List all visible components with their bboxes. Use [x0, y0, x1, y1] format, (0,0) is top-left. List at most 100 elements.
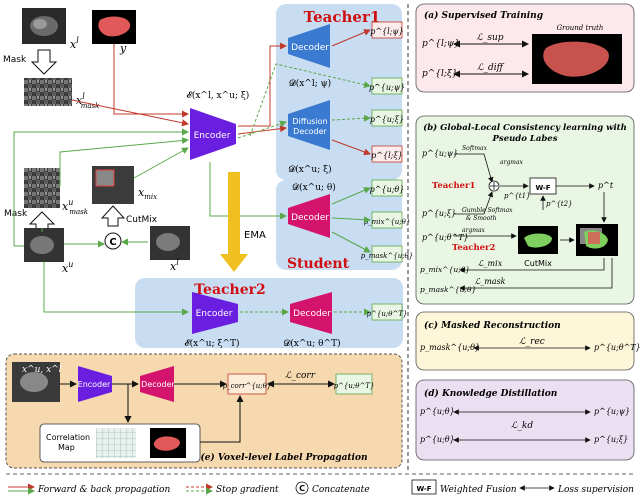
- panel-d-left2: p^{u;θ}: [420, 435, 455, 444]
- encoder1-caption: 𝓔(x^l, x^u; ξ): [187, 90, 250, 101]
- panel-e-inputs: x^u, x^l: [22, 365, 62, 375]
- legend-stop: Stop gradient: [216, 485, 279, 495]
- panel-b-softmax: Softmax: [462, 145, 488, 152]
- output-p-u-psi: p^{u;ψ}: [369, 77, 405, 95]
- mask-label-mid: Mask: [4, 209, 28, 219]
- svg-text:p^{u;ξ}: p^{u;ξ}: [370, 115, 404, 124]
- svg-text:p^{l;ψ}: p^{l;ψ}: [370, 27, 404, 36]
- panel-b-t1: p^{t1}: [504, 192, 531, 200]
- panel-b-title-2: Pseudo Labes: [492, 134, 558, 144]
- ema-label: EMA: [244, 230, 266, 241]
- svg-text:p_mask^{u;θ}: p_mask^{u;θ}: [361, 252, 413, 260]
- panel-e-decoder: [140, 366, 174, 402]
- cutmix-label: CutMix: [126, 215, 158, 225]
- correlation-label-2: Map: [58, 443, 75, 452]
- panel-e-p-corr: p_corr^{u;θ}: [223, 373, 272, 395]
- panel-b-cutmix: CutMix: [524, 259, 552, 268]
- panel-b-l-mix: ℒ_mix: [478, 259, 503, 268]
- panel-b-l-mask: ℒ_mask: [474, 277, 505, 286]
- legend-concatenate-icon: [295, 481, 309, 495]
- encoder2-caption: 𝓔(x^u; ξ^T): [185, 338, 240, 349]
- legend-concat: Concatenate: [312, 485, 370, 495]
- output-p-mix-theta: p_mix^{u;θ}: [364, 211, 411, 229]
- encoder-teacher1: [190, 108, 236, 160]
- hollow-arrow-down-icon: [30, 49, 58, 75]
- svg-text:p_mix^{u;θ}: p_mix^{u;θ}: [364, 218, 411, 226]
- panel-c-right: p^{u;θ^T}: [594, 343, 640, 352]
- panel-b-p-u-xi: p^{u;ξ}: [422, 209, 456, 218]
- label-x-l-2: xl: [170, 258, 179, 273]
- panel-b-title-1: (b) Global-Local Consistency learning wi…: [423, 122, 627, 133]
- decoder-label-2: Decoder: [293, 309, 331, 319]
- panel-b-teacher2: Teacher2: [452, 243, 496, 253]
- student-title: Student: [287, 256, 350, 272]
- panel-a-l-sup: ℒ_sup: [476, 33, 503, 43]
- encoder-label-2: Encoder: [196, 309, 233, 319]
- legend-wf-box: [411, 479, 437, 495]
- teacher2-region: [135, 278, 403, 348]
- panel-a-l-diff: ℒ_diff: [477, 63, 505, 73]
- panel-c-title: (c) Masked Reconstruction: [424, 320, 561, 331]
- decoder-student: [288, 194, 330, 238]
- output-p-l-psi: p^{l;ψ}: [370, 21, 404, 39]
- output-p-u-thetaT: p^{u;θ^T}: [367, 303, 408, 321]
- label-y: y: [119, 42, 127, 55]
- teacher2-title: Teacher2: [194, 282, 266, 298]
- panel-c-left: p_mask^{u;θ}: [420, 343, 480, 352]
- svg-text:p^{u;θ^T}: p^{u;θ^T}: [367, 310, 408, 318]
- panel-e-encoder-label: Encoder: [78, 380, 111, 389]
- svg-text:p^{u;θ^T}: p^{u;θ^T}: [334, 382, 375, 390]
- panel-b-gumble-1: Gumble Softmax: [462, 207, 513, 214]
- label-x-l: xl: [70, 36, 79, 51]
- panel-e-l-corr: ℒ_corr: [285, 371, 316, 381]
- panel-b-teacher1: Teacher1: [432, 181, 476, 191]
- panel-b-pt: p^t: [598, 181, 614, 190]
- panel-b-argmax-2: argmax: [462, 227, 486, 234]
- legend-forward: Forward & back propagation: [37, 485, 170, 495]
- panel-a-title: (a) Supervised Training: [424, 10, 543, 21]
- diffusion-caption: 𝓓(x^u; ξ): [288, 164, 331, 175]
- output-p-mask-theta: p_mask^{u;θ}: [361, 245, 413, 263]
- legend-wf: Weighted Fusion: [440, 485, 517, 495]
- panel-a-p2: p^{l;ξ}: [422, 69, 458, 79]
- panel-b-gumble-2: & Smooth: [466, 215, 497, 222]
- panel-b-t2: p^{t2}: [546, 200, 573, 208]
- decoder-teacher2: [290, 292, 332, 334]
- panel-d-right1: p^{u;ψ}: [594, 407, 630, 416]
- panel-b-p-mix: p_mix^{u;θ}: [420, 265, 470, 274]
- legend-loss: Loss supervision: [557, 485, 634, 495]
- decoder-label-student: Decoder: [291, 213, 329, 223]
- correlation-label-1: Correlation: [46, 433, 90, 442]
- ema-arrow-icon: [220, 172, 248, 272]
- panel-b-p-u-psi: p^{u;ψ}: [422, 149, 458, 158]
- panel-e-encoder: [78, 366, 112, 402]
- panel-d-loss: ℒ_kd: [511, 421, 533, 431]
- legend-concat-symbol: C: [299, 484, 305, 493]
- label-x-u: xu: [62, 260, 73, 275]
- panel-a-p1: p^{l;ψ}: [422, 39, 460, 49]
- output-p-u-theta: p^{u;θ}: [370, 179, 405, 197]
- legend-wf-box-label: W-F: [416, 485, 431, 493]
- panel-c-loss: ℒ_rec: [519, 337, 545, 347]
- svg-text:p_corr^{u;θ}: p_corr^{u;θ}: [223, 382, 272, 390]
- panel-b-p-u-thetaT: p^{u;θ^T}: [422, 233, 469, 242]
- svg-text:p^{u;θ}: p^{u;θ}: [370, 185, 405, 194]
- svg-text:p^{l;ξ}: p^{l;ξ}: [371, 151, 403, 160]
- encoder-label-1: Encoder: [194, 131, 231, 141]
- teacher1-title: Teacher1: [304, 8, 381, 26]
- diffusion-label-2: Decoder: [293, 127, 327, 136]
- panel-d-title: (d) Knowledge Distillation: [424, 388, 557, 399]
- panel-e-title: (e) Voxel-level Label Propagation: [200, 452, 367, 463]
- diffusion-decoder: [288, 100, 330, 150]
- encoder-teacher2: [192, 292, 238, 334]
- panel-b-p-mask: p_mask^{u;θ}: [420, 285, 476, 294]
- diffusion-label-1: Diffusion: [292, 117, 327, 126]
- student-caption: 𝓓(x^u; θ): [292, 182, 336, 193]
- panel-c: [415, 311, 635, 371]
- correlation-map-grid: [96, 428, 136, 458]
- decoder-teacher1: [288, 24, 330, 68]
- decoder1-caption: 𝓓(x^l; ψ): [289, 78, 331, 89]
- panel-e-decoder-label: Decoder: [141, 380, 175, 389]
